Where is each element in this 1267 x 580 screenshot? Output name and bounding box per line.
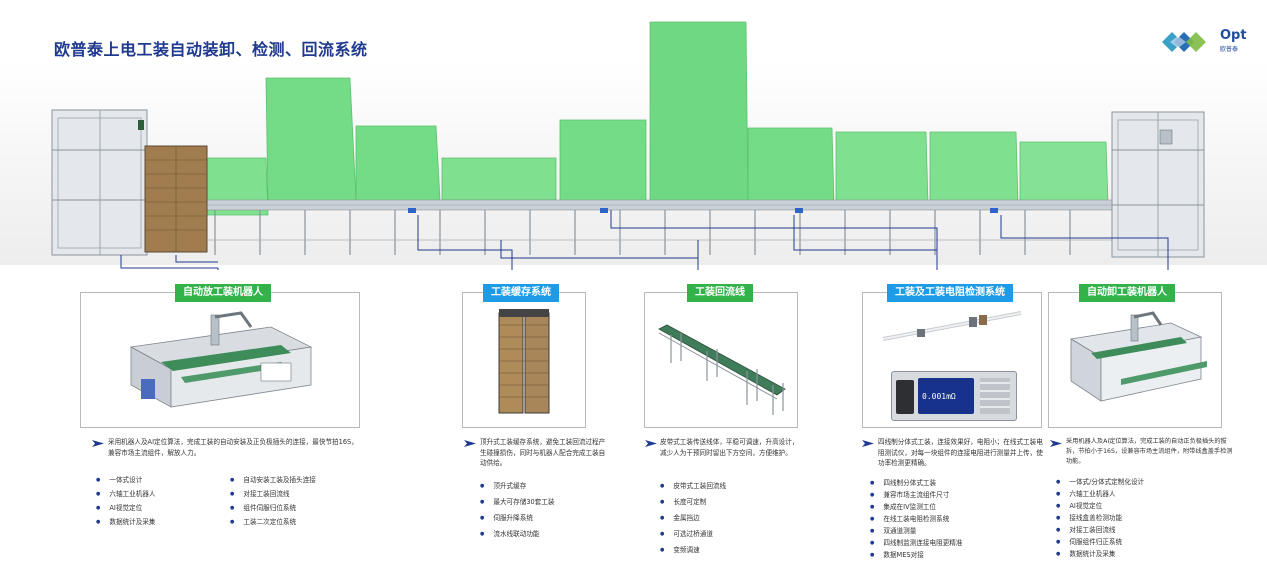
bullet-item: 集成在IV监测工位	[870, 501, 936, 511]
bullet-item: 数据统计及采集	[96, 516, 155, 526]
section-desc: 顶升式工装缓存系统，避免工装回流过程产生碰撞损伤，同时与机器人配合完成工装自动供…	[480, 438, 606, 467]
opt-logo	[1162, 32, 1206, 52]
arrow-icon	[645, 440, 657, 447]
bullet-item: 数据统计及采集	[1056, 548, 1115, 558]
buffer-tower-image	[498, 309, 550, 414]
logo-brand: Opt	[1220, 28, 1247, 43]
logo-sub: 欧普泰	[1220, 46, 1239, 53]
bullet-item: 流水线联动功能	[480, 528, 539, 538]
section-title: 自动放工装机器人	[175, 284, 271, 302]
bullet-item: 伺服升降系统	[480, 512, 533, 522]
bullet-item: 自动安装工装及插头连接	[230, 474, 316, 484]
right-robot-cell	[1111, 111, 1205, 258]
section-panel-auto-load-robot: 自动放工装机器人	[80, 284, 360, 428]
fixture-image	[882, 311, 1022, 341]
section-desc: 皮带式工装传送线体，平稳可调速，升高设计，减少人为干预同时留出下方空间，方便维护…	[660, 438, 799, 457]
meter-keypad	[980, 378, 1010, 414]
bullet-item: 四线制监测连接电阻更精准	[870, 537, 962, 547]
bullet-item: 可选过桥通道	[660, 528, 713, 538]
section-panel-auto-unload-robot: 自动卸工装机器人	[1048, 284, 1222, 428]
arrow-icon	[1050, 440, 1062, 447]
bullet-item: 双通道测量	[870, 525, 916, 535]
section-title: 工装缓存系统	[483, 284, 559, 302]
arrow-icon	[92, 440, 104, 447]
meter-knobs	[896, 380, 914, 414]
bullet-item: AI视觉定位	[96, 502, 142, 512]
arrow-icon	[862, 440, 874, 447]
section-panel-return-line: 工装回流线	[644, 284, 798, 428]
bullet-item: 顶升式缓存	[480, 480, 526, 490]
bullet-item: 组件伺服归位系统	[230, 502, 296, 512]
bullet-item: 数据MES对接	[870, 549, 923, 559]
bullet-item: 一体式设计	[96, 474, 142, 484]
section-panel-resistance-test: 工装及工装电阻检测系统 0.001mΩ	[862, 284, 1042, 428]
section-panel-buffer-system: 工装缓存系统	[462, 284, 586, 428]
bullet-item: 兼容市场主流组件尺寸	[870, 489, 949, 499]
meter-display: 0.001mΩ	[918, 378, 974, 414]
section-desc: 采用机器人及AI定位算法，完成工装的自动安装及正负极插头的连接，最快节拍16S，…	[108, 438, 358, 457]
bullet-item: 四线制分体式工装	[870, 477, 936, 487]
bullet-item: 接线盒盖检测功能	[1056, 512, 1122, 522]
bullet-item: AI视觉定位	[1056, 500, 1102, 510]
bullet-item: 对接工装回流线	[1056, 524, 1115, 534]
section-title: 工装回流线	[687, 284, 753, 302]
unload-robot-image	[1069, 311, 1207, 402]
bullet-item: 工装二次定位系统	[230, 516, 296, 526]
arrow-icon	[464, 440, 476, 447]
section-desc: 四线制分体式工装，连接效果好，电阻小；在线式工装电阻测试仪，对每一块组件的连接电…	[878, 438, 1043, 467]
section-desc: 采用机器人及AI定位算法，完成工装的自动正负极插头的拔拆，节拍小于16S，设兼容…	[1066, 438, 1233, 465]
section-title: 工装及工装电阻检测系统	[887, 284, 1013, 302]
page-title: 欧普泰上电工装自动装卸、检测、回流系统	[54, 40, 368, 59]
load-robot-image	[129, 311, 313, 408]
bullet-item: 一体式/分体式定制化设计	[1056, 476, 1144, 486]
resistance-meter: 0.001mΩ	[891, 371, 1017, 421]
left-robot-cell	[51, 109, 148, 256]
bullet-item: 长度可定制	[660, 496, 706, 506]
bullet-item: 变频调速	[660, 544, 699, 554]
section-title: 自动卸工装机器人	[1079, 284, 1175, 302]
bullet-item: 六轴工业机器人	[1056, 488, 1115, 498]
meter-reading: 0.001mΩ	[922, 392, 956, 401]
return-line-image	[658, 324, 786, 415]
bullet-item: 最大可存储30套工装	[480, 496, 554, 506]
buffer-tower	[144, 145, 208, 253]
bullet-item: 对接工装回流线	[230, 488, 289, 498]
bullet-item: 金属挡边	[660, 512, 699, 522]
bullet-item: 皮带式工装回流线	[660, 480, 726, 490]
machine-boxes	[205, 21, 1109, 216]
connector-lines	[120, 210, 1169, 270]
bullet-item: 六轴工业机器人	[96, 488, 155, 498]
bullet-item: 伺服组件归正系统	[1056, 536, 1122, 546]
production-line-illustration	[0, 21, 1267, 270]
bullet-item: 在线工装电阻检测系统	[870, 513, 949, 523]
